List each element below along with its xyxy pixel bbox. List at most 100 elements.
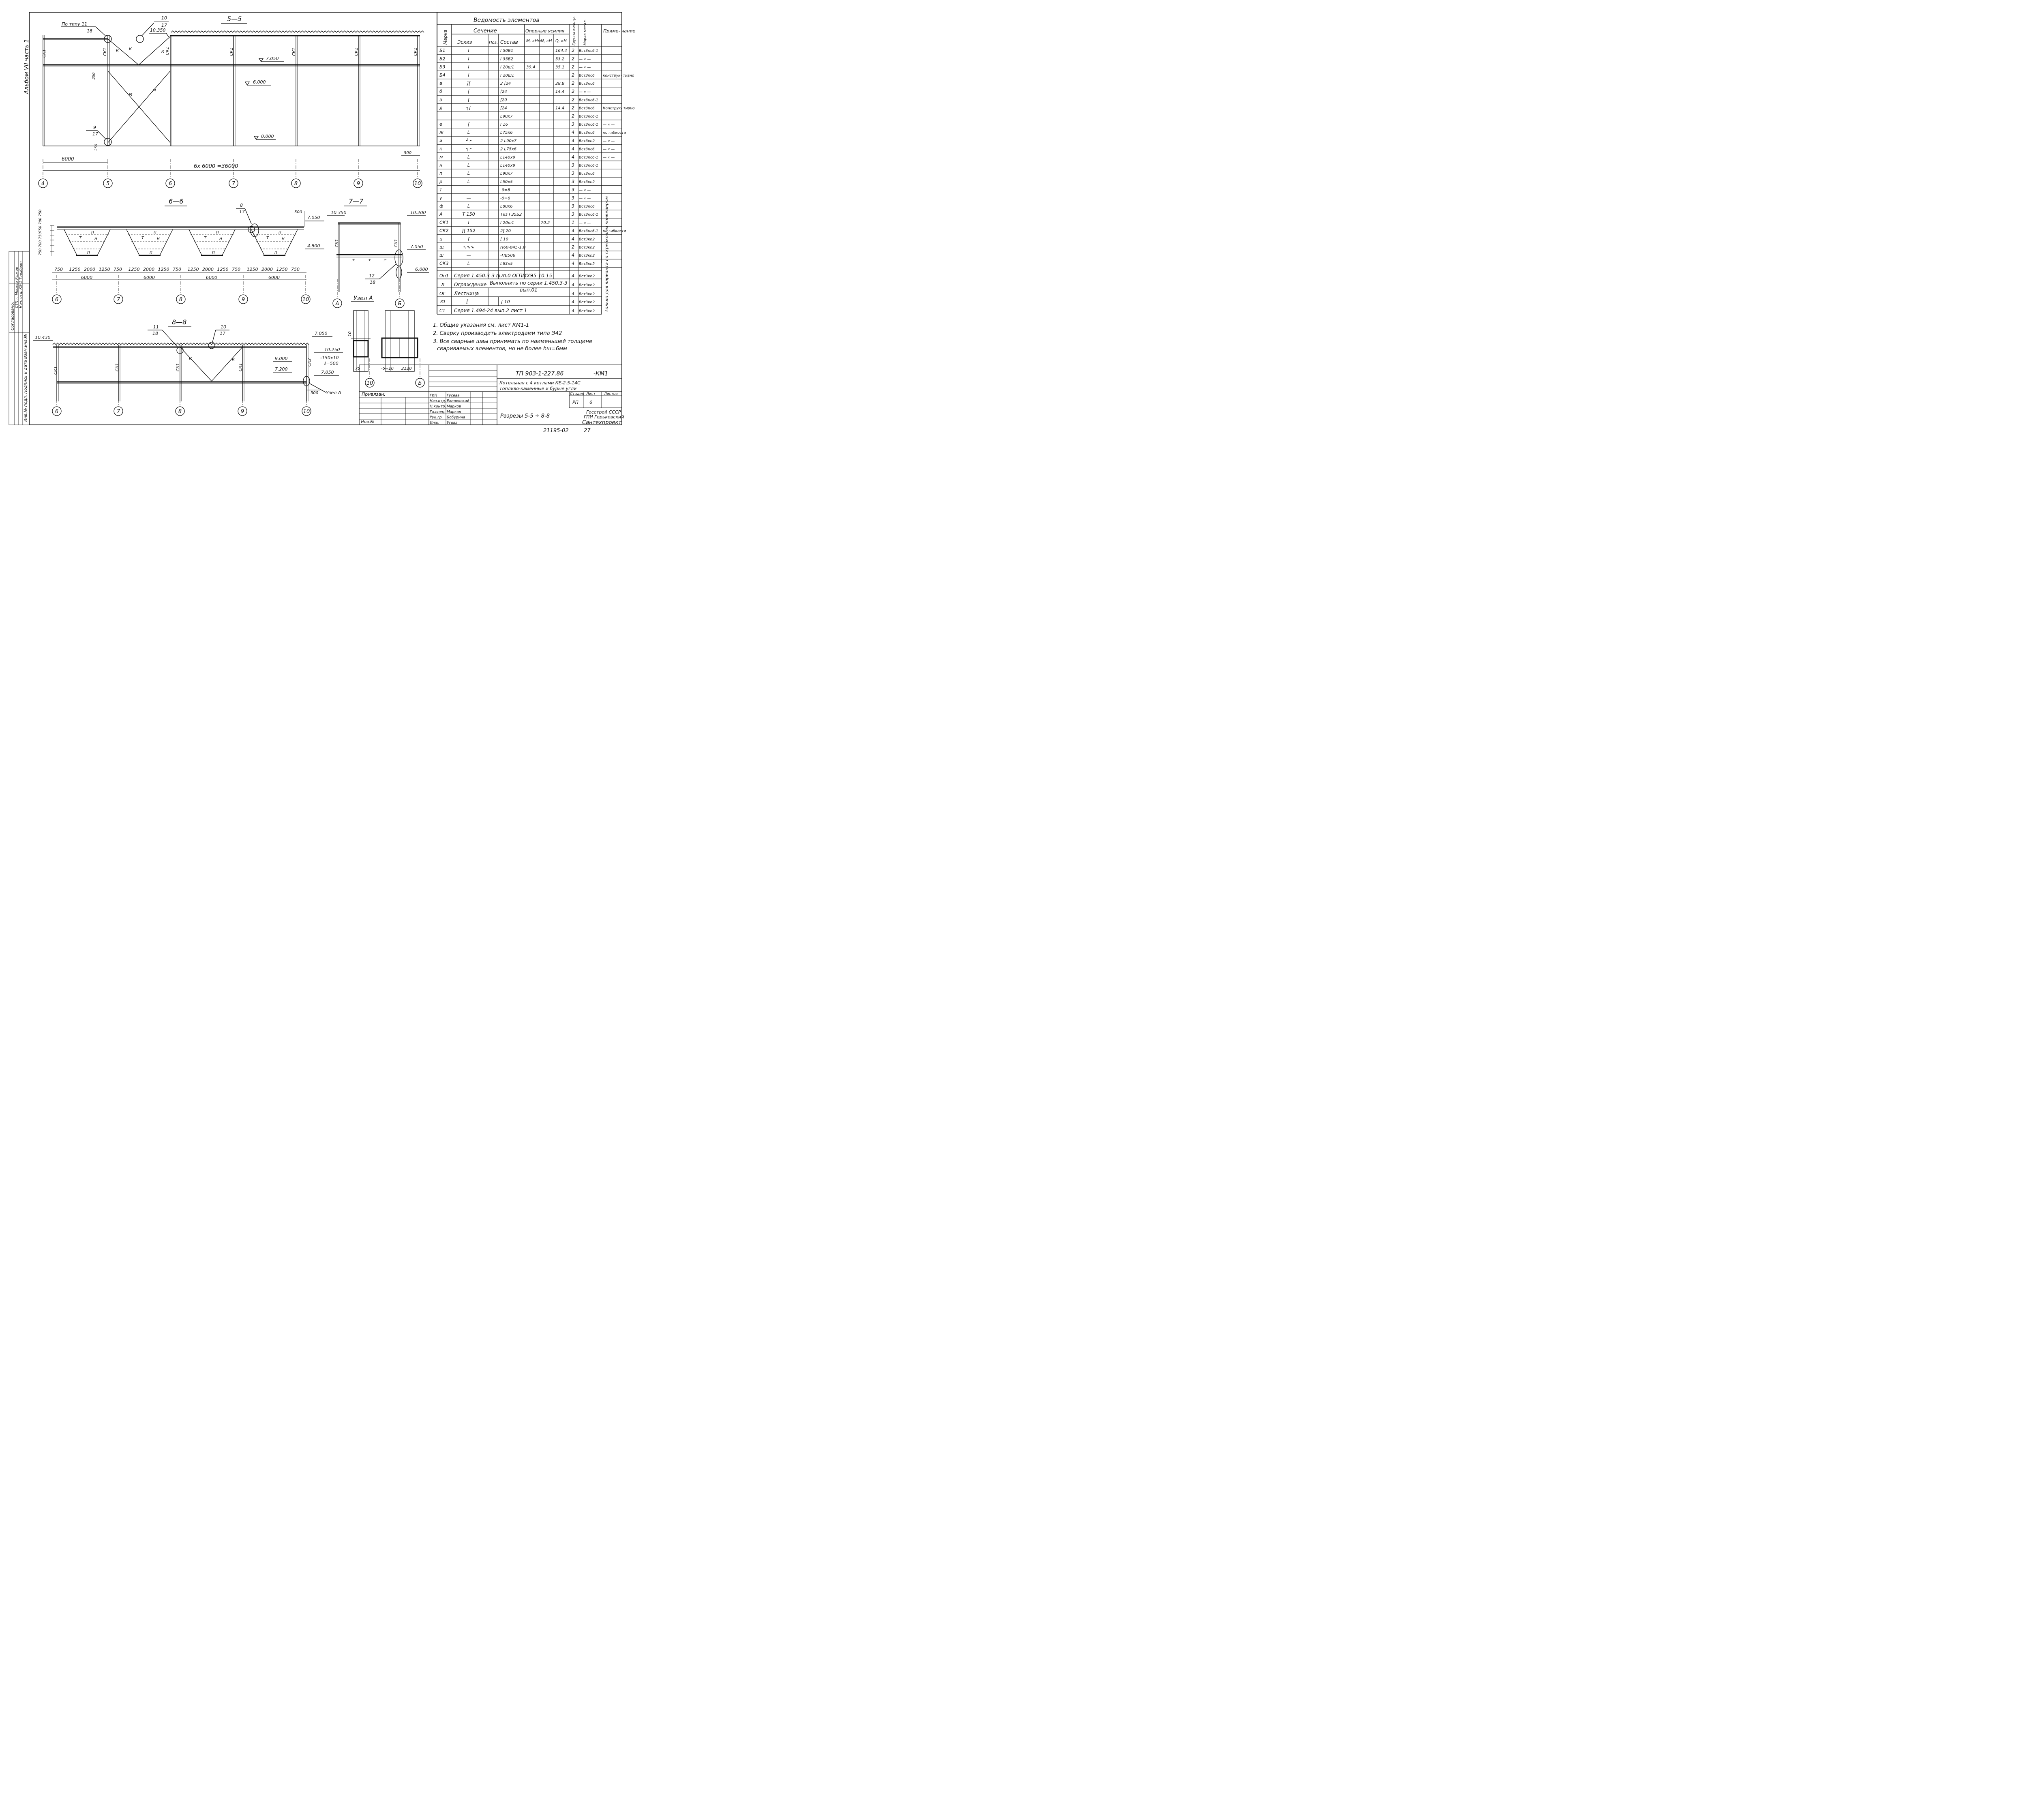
- svg-text:— « —: — « —: [603, 156, 615, 160]
- h-n: N, кН: [541, 39, 552, 43]
- svg-text:750: 750: [54, 267, 63, 272]
- svg-text:Гл.спец.: Гл.спец.: [430, 410, 446, 414]
- svg-text:2000: 2000: [84, 267, 95, 272]
- svg-text:Вст3кп2: Вст3кп2: [579, 309, 595, 313]
- svg-text:750: 750: [39, 210, 43, 217]
- col-ck1-label: СК1: [54, 367, 58, 375]
- h-marka: Марка: [443, 30, 448, 45]
- svg-text:4: 4: [572, 282, 574, 287]
- svg-text:Б3: Б3: [439, 64, 446, 70]
- svg-text:[24: [24: [500, 90, 507, 94]
- svg-text:Б4: Б4: [439, 73, 446, 78]
- svg-text:1250: 1250: [247, 267, 258, 272]
- svg-text:2000: 2000: [143, 267, 154, 272]
- svg-text:ェ: ェ: [351, 258, 355, 262]
- section-5-5: 5—5 По типу 11 18 10 17 10.350 9: [38, 15, 424, 188]
- axis-label: 5: [106, 181, 109, 187]
- mark-m: М: [152, 88, 156, 93]
- uzel-a-ref: Узел А: [326, 390, 341, 395]
- col-ck1-label: СК1: [292, 48, 296, 56]
- svg-text:Н: Н: [94, 237, 97, 241]
- svg-text:750: 750: [232, 267, 240, 272]
- axis-label: 8: [294, 181, 298, 187]
- svg-text:Вст3пс6-1: Вст3пс6-1: [579, 115, 598, 119]
- svg-text:Вст3пс6: Вст3пс6: [579, 205, 595, 209]
- svg-text:-δ=8: -δ=8: [500, 188, 510, 193]
- svg-text:по гибкости: по гибкости: [603, 229, 626, 234]
- svg-text:4: 4: [572, 154, 574, 160]
- svg-text:Вст3кп2: Вст3кп2: [579, 274, 595, 279]
- svg-text:Бобурина: Бобурина: [447, 416, 465, 420]
- h-prim: Приме- чание: [603, 28, 636, 34]
- svg-text:750: 750: [291, 267, 300, 272]
- brace-k: [138, 36, 171, 65]
- node-callout: [394, 249, 403, 266]
- svg-text:164.4: 164.4: [555, 49, 567, 53]
- svg-text:[: [: [468, 89, 470, 94]
- svg-text:Вст3пс6-1: Вст3пс6-1: [579, 98, 598, 102]
- col-ck1-label: СК1: [229, 48, 234, 56]
- svg-text:Н.контр.: Н.контр.: [430, 405, 446, 409]
- svg-text:I 20ш1: I 20ш1: [500, 221, 514, 225]
- svg-text:750: 750: [114, 267, 122, 272]
- node-11-label: 11: [153, 324, 159, 330]
- col-ck1-label: СК1: [414, 48, 418, 56]
- svg-text:— « —: — « —: [603, 123, 615, 127]
- svg-text:2 [24: 2 [24: [500, 81, 511, 86]
- plate-detail: [353, 340, 369, 358]
- svg-text:а: а: [439, 81, 442, 86]
- svg-text:Вст3кп2: Вст3кп2: [579, 262, 595, 266]
- svg-text:п: п: [439, 171, 442, 176]
- svg-text:Вст3кп2: Вст3кп2: [579, 283, 595, 287]
- axis-marker: [176, 294, 186, 304]
- axis-label: А: [335, 301, 339, 307]
- node-8-label: 8: [240, 203, 243, 208]
- svg-text:Вст3пс6: Вст3пс6: [579, 148, 595, 152]
- node-callout: [208, 342, 215, 349]
- axis-marker: [238, 406, 247, 416]
- svg-text:3: 3: [572, 122, 574, 127]
- svg-text:К: К: [232, 358, 235, 362]
- svg-text:н: н: [439, 163, 442, 168]
- svg-text:700: 700: [39, 240, 43, 247]
- svg-text:6000: 6000: [268, 275, 280, 280]
- svg-text:14.4: 14.4: [555, 90, 564, 94]
- svg-text:ш: ш: [439, 253, 444, 258]
- svg-text:3: 3: [572, 163, 574, 168]
- h-q: Q, кН: [555, 39, 567, 43]
- dim-500: 500: [294, 210, 302, 214]
- strip-inv: Инв.№ подл. Подпись и дата Взам.инв.№: [24, 334, 28, 422]
- el-7200: 7.200: [275, 367, 288, 372]
- roof-corrugation: [52, 343, 309, 345]
- svg-text:по гибкости: по гибкости: [603, 131, 626, 135]
- svg-text:Вст3кп2: Вст3кп2: [579, 300, 595, 304]
- svg-text:4: 4: [572, 146, 574, 152]
- uzel-dim-75: 75: [355, 367, 360, 371]
- el-0000: 0.000: [261, 134, 274, 139]
- svg-text:К: К: [189, 357, 192, 361]
- svg-text:4: 4: [572, 253, 574, 258]
- col-ck1-label: СК1: [176, 363, 180, 371]
- svg-text:I 20ш1: I 20ш1: [500, 65, 514, 70]
- columns-8-8: [56, 345, 309, 401]
- section-7-7: 7—7 ェ ェ ェ СК1 СК1 10.350 10.200 7.050 6.…: [327, 197, 429, 308]
- dim-250b: 250: [94, 144, 99, 151]
- uzel-dim-delta: -δ=10: [381, 367, 394, 371]
- axis-marker: [291, 178, 301, 188]
- el-9000: 9.000: [275, 356, 288, 361]
- svg-text:4: 4: [572, 236, 574, 242]
- svg-text:щ: щ: [439, 244, 444, 250]
- svg-text:[: [: [468, 236, 470, 242]
- svg-text:][: ][: [467, 81, 471, 86]
- strip-org1: СТП г. Москва: [15, 281, 19, 308]
- axis-label: 4: [41, 181, 45, 187]
- svg-text:2: 2: [572, 97, 574, 102]
- svg-text:3: 3: [572, 171, 574, 176]
- el-10250: 10.250: [324, 347, 340, 352]
- axis-marker: [395, 298, 405, 308]
- svg-text:4: 4: [572, 138, 574, 143]
- svg-text:к: к: [439, 146, 442, 152]
- columns-5-5: [43, 35, 420, 146]
